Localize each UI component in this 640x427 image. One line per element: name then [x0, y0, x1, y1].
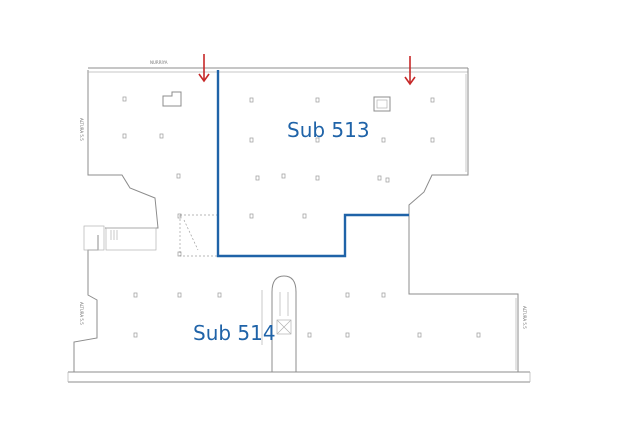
- left-upper-height-label: ALTURA 5.5: [79, 118, 84, 141]
- left-lower-height-label: ALTURA 5.5: [79, 302, 84, 325]
- down-arrow-icon: [198, 54, 210, 83]
- top-street-label: NURRIYA: [150, 60, 168, 65]
- unit-label-sub-514: Sub 514: [193, 321, 276, 345]
- building-outline: [67, 67, 531, 383]
- unit-label-sub-513: Sub 513: [287, 118, 370, 142]
- right-lower-height-label: ALTURA 5.5: [522, 306, 527, 329]
- columns: [122, 96, 481, 338]
- unit-boundary-line: [216, 70, 409, 258]
- down-arrow-icon: [404, 56, 416, 86]
